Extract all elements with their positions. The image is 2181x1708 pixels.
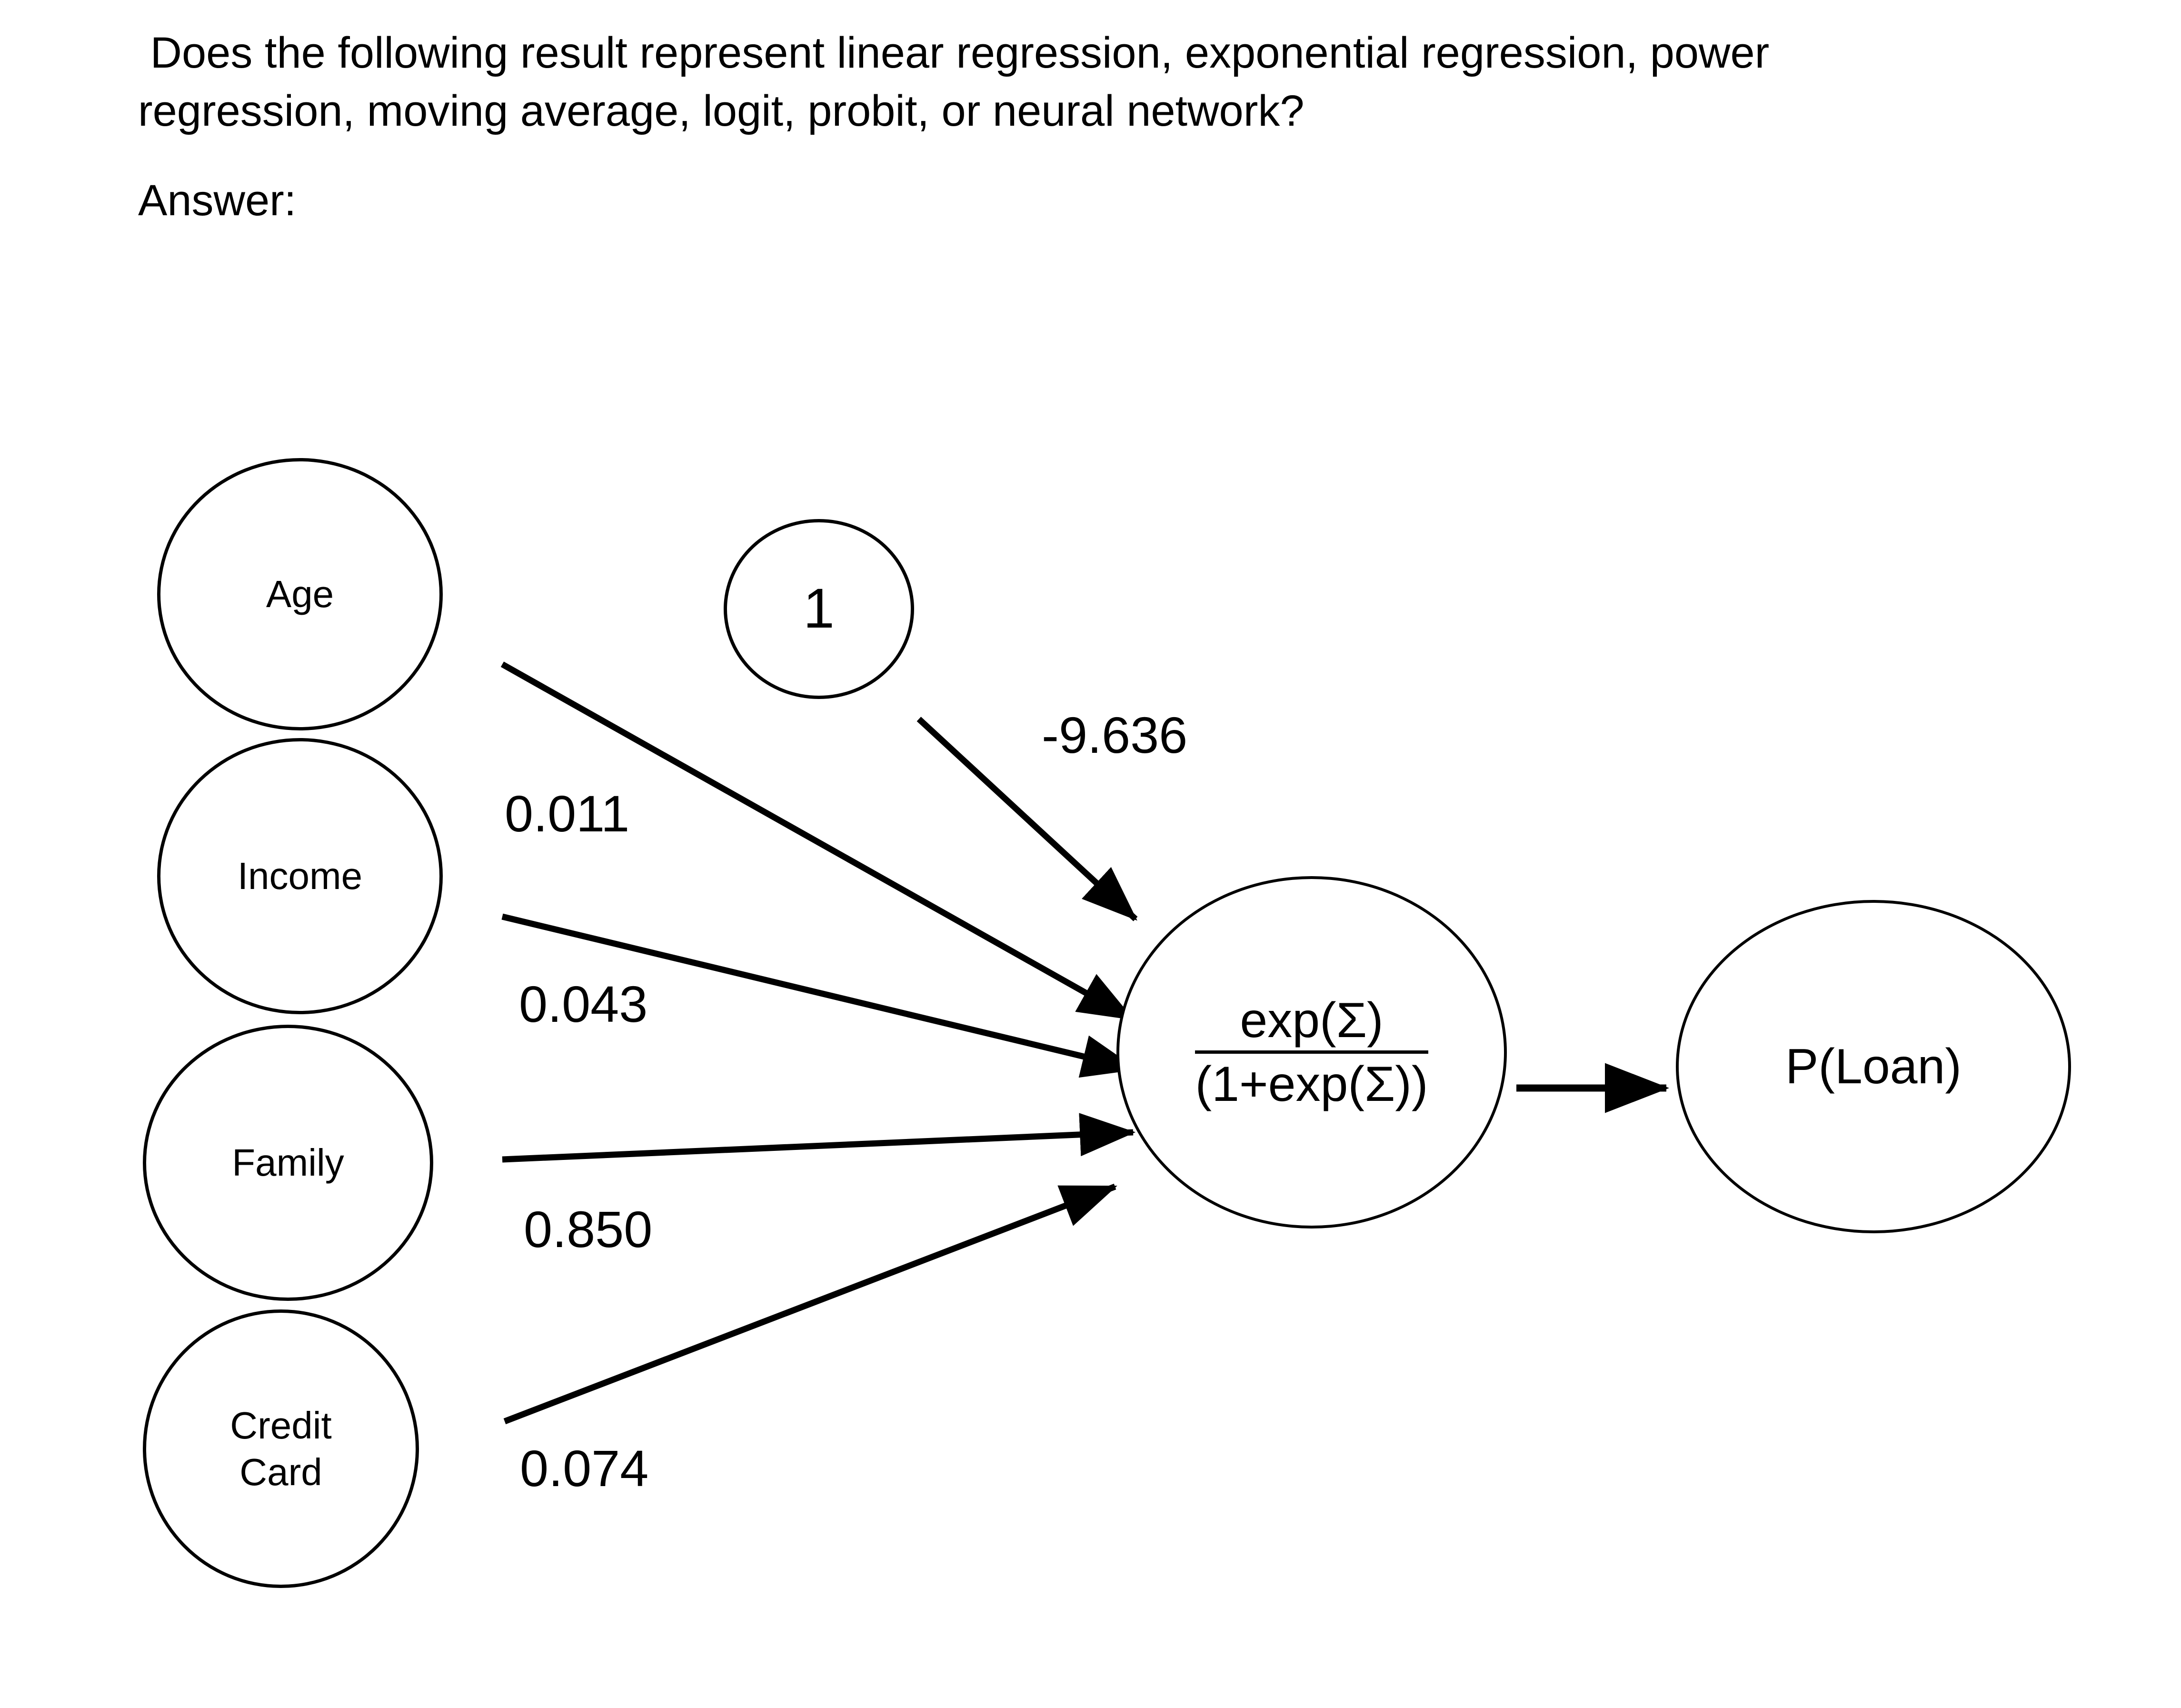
input-node-income[interactable]: Income	[157, 738, 443, 1014]
logistic-function-node[interactable]: exp(Σ) (1+exp(Σ))	[1116, 876, 1507, 1229]
input-node-age[interactable]: Age	[157, 458, 443, 730]
weight-label-credit-card: 0.074	[520, 1439, 649, 1497]
output-node-label: P(Loan)	[1785, 1039, 1962, 1094]
weight-label-bias: -9.636	[1042, 706, 1188, 764]
input-node-age-label: Age	[266, 573, 334, 616]
question-block: Does the following result represent line…	[138, 24, 2042, 140]
bias-node[interactable]: 1	[724, 519, 914, 699]
logistic-formula: exp(Σ) (1+exp(Σ))	[1195, 993, 1428, 1112]
bias-node-label: 1	[803, 577, 835, 640]
answer-label: Answer:	[138, 176, 297, 225]
edge-family-to-sigmoid	[502, 1113, 1136, 1163]
input-node-credit-card[interactable]: Credit Card	[143, 1309, 419, 1588]
formula-numerator: exp(Σ)	[1195, 993, 1428, 1054]
output-node-p-loan[interactable]: P(Loan)	[1676, 900, 2071, 1233]
input-node-family[interactable]: Family	[143, 1025, 433, 1301]
weight-label-age: 0.011	[505, 785, 630, 842]
weight-label-income: 0.043	[519, 975, 648, 1033]
input-node-credit-card-label: Credit Card	[230, 1404, 332, 1493]
input-node-family-label: Family	[232, 1141, 344, 1184]
weight-label-family: 0.850	[524, 1200, 653, 1258]
formula-denominator: (1+exp(Σ))	[1195, 1056, 1428, 1112]
input-node-income-label: Income	[237, 855, 363, 898]
question-text: Does the following result represent line…	[138, 29, 1782, 136]
